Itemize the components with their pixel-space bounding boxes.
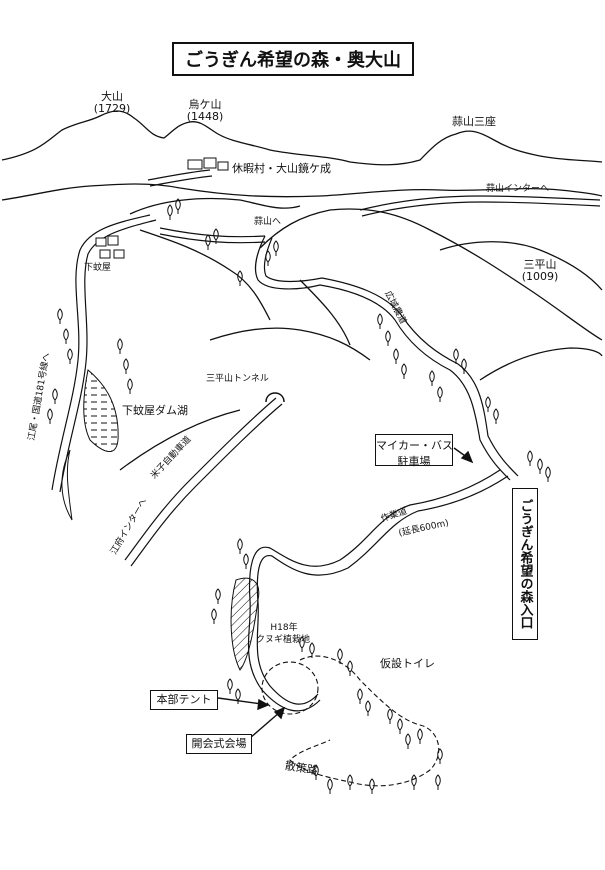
trail-path bbox=[261, 655, 440, 787]
to-hiruzen-label: 蒜山へ bbox=[254, 217, 282, 227]
tree-icon bbox=[273, 240, 279, 256]
tree-icon bbox=[57, 308, 63, 324]
tree-icon bbox=[461, 358, 467, 374]
resort-buildings bbox=[187, 157, 229, 171]
tree-icon bbox=[205, 234, 211, 250]
tree-icon bbox=[347, 774, 353, 790]
tree-icon bbox=[235, 688, 241, 704]
dam-lake bbox=[83, 369, 119, 452]
peak-hiruzen-name: 蒜山三座 bbox=[452, 115, 496, 128]
tree-icon bbox=[299, 636, 305, 652]
tree-icon bbox=[227, 678, 233, 694]
tree-icon bbox=[485, 396, 491, 412]
tunnel-label: 三平山トンネル bbox=[206, 374, 269, 384]
shimokayaya-label: 下蚊屋 bbox=[84, 263, 112, 273]
peak-daisen-name: 大山 bbox=[101, 90, 123, 103]
entrance-box: ごうぎん希望の森入口 bbox=[512, 488, 538, 640]
tunnel-portal bbox=[265, 392, 285, 403]
tree-icon bbox=[527, 450, 533, 466]
mountain-range bbox=[1, 110, 603, 471]
ceremony-box: 開会式会場 bbox=[186, 734, 252, 754]
tree-icon bbox=[411, 774, 417, 790]
peak-daisen-elev: (1729) bbox=[93, 102, 131, 115]
tree-icon bbox=[369, 778, 375, 794]
map-title: ごうぎん希望の森・奥大山 bbox=[172, 42, 414, 76]
tree-icon bbox=[167, 204, 173, 220]
tree-icon bbox=[385, 330, 391, 346]
tree-icon bbox=[237, 538, 243, 554]
tree-icon bbox=[377, 313, 383, 329]
tree-icon bbox=[313, 764, 319, 780]
tree-icon bbox=[67, 348, 73, 364]
tree-icon bbox=[52, 388, 58, 404]
parking-box: マイカー・バス 駐車場 bbox=[375, 434, 453, 468]
peak-sanpeizan-name: 三平山 bbox=[523, 258, 557, 271]
tree-icon bbox=[117, 338, 123, 354]
tree-icon bbox=[211, 608, 217, 624]
tree-icon bbox=[397, 718, 403, 734]
village-buildings bbox=[95, 235, 125, 259]
tree-icon bbox=[493, 408, 499, 424]
hiruzen-ic-label: 蒜山インターへ bbox=[486, 184, 550, 194]
tree-icon bbox=[63, 328, 69, 344]
tree-icon bbox=[417, 728, 423, 744]
tree-icon bbox=[47, 408, 53, 424]
tree-icon bbox=[127, 378, 133, 394]
tree-icon bbox=[429, 370, 435, 386]
kunugi-year-label: H18年 bbox=[270, 623, 298, 633]
tree-icon bbox=[123, 358, 129, 374]
peak-karasugasen-elev: (1448) bbox=[186, 110, 224, 123]
tree-icon bbox=[405, 733, 411, 749]
tree-icon bbox=[365, 700, 371, 716]
tree-icon bbox=[243, 553, 249, 569]
tree-icon bbox=[357, 688, 363, 704]
tree-icon bbox=[237, 270, 243, 286]
tree-icon bbox=[437, 748, 443, 764]
tree-icon bbox=[401, 363, 407, 379]
hq-tent-box: 本部テント bbox=[150, 690, 218, 710]
tree-icon bbox=[213, 228, 219, 244]
tree-icon bbox=[537, 458, 543, 474]
tree-icon bbox=[545, 466, 551, 482]
parking-line1: マイカー・バス bbox=[376, 439, 453, 452]
tree-icon bbox=[437, 386, 443, 402]
tree-icon bbox=[453, 348, 459, 364]
tree-icon bbox=[387, 708, 393, 724]
toilet-label: 仮設トイレ bbox=[380, 657, 435, 670]
peak-karasugasen-name: 烏ケ山 bbox=[188, 98, 222, 111]
tree-icon bbox=[215, 588, 221, 604]
resort-label: 休暇村・大山鏡ケ成 bbox=[232, 162, 331, 175]
tree-icon bbox=[175, 198, 181, 214]
kunugi-plantation bbox=[230, 577, 260, 671]
tree-markers bbox=[47, 198, 551, 794]
tree-icon bbox=[265, 250, 271, 266]
tree-icon bbox=[347, 660, 353, 676]
tree-icon bbox=[327, 778, 333, 794]
tree-icon bbox=[393, 348, 399, 364]
tree-icon bbox=[309, 642, 315, 658]
river bbox=[61, 449, 73, 521]
pointer-arrows bbox=[217, 447, 474, 739]
kunugi-label: クヌギ植栽地 bbox=[255, 635, 310, 645]
peak-sanpeizan-elev: (1009) bbox=[521, 270, 559, 283]
parking-line2: 駐車場 bbox=[397, 455, 431, 468]
tree-icon bbox=[435, 774, 441, 790]
dam-lake-label: 下蚊屋ダム湖 bbox=[122, 404, 188, 417]
tree-icon bbox=[337, 648, 343, 664]
